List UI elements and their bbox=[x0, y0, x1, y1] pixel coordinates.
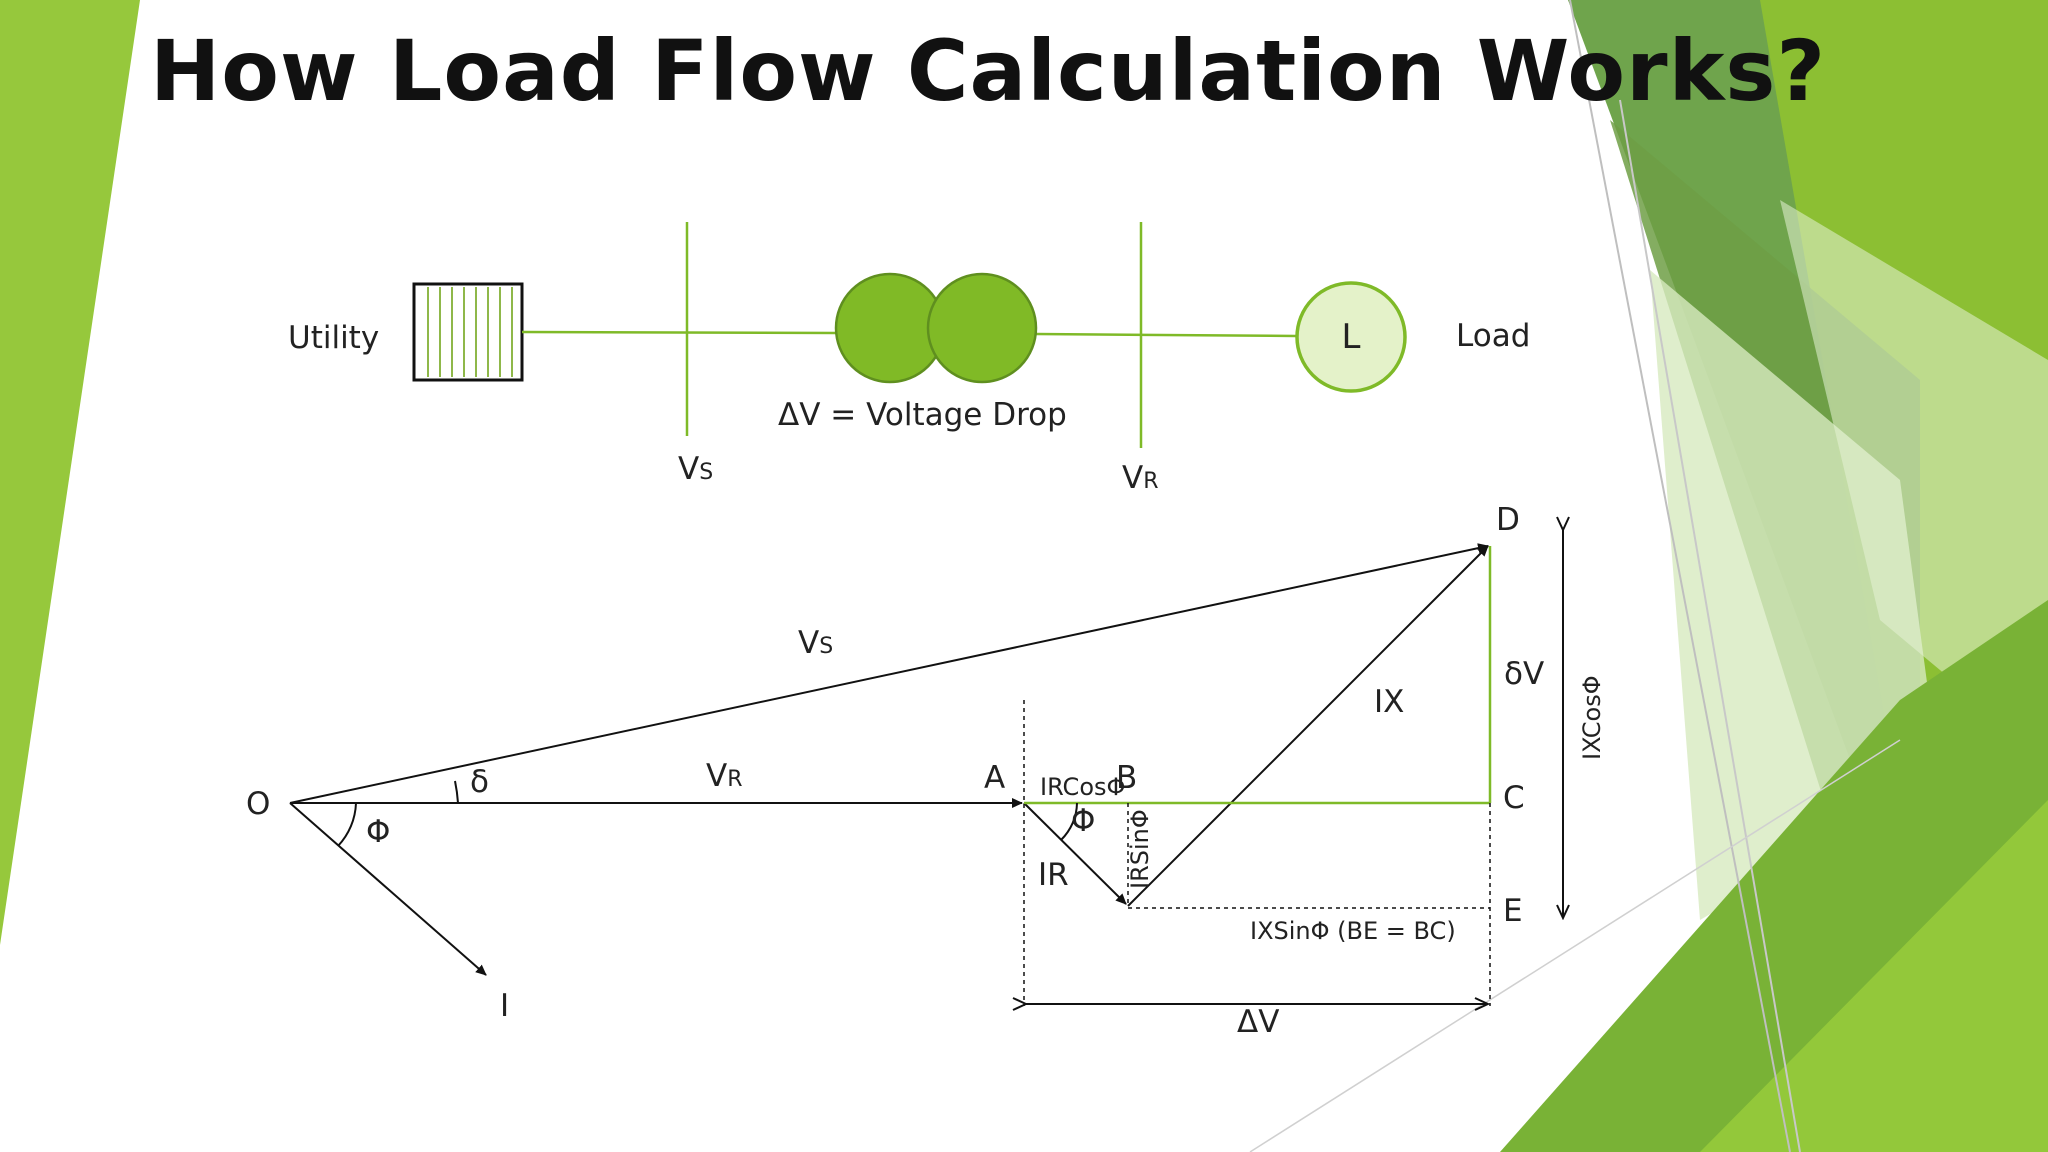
bus-vr-label: VR bbox=[1122, 460, 1159, 496]
point-a-label: A bbox=[984, 760, 1005, 796]
delta-angle-arc bbox=[454, 780, 459, 804]
point-e-label: E bbox=[1503, 893, 1523, 929]
point-d-label: D bbox=[1496, 502, 1520, 538]
one-line-diagram: Utility L Load bbox=[288, 222, 1530, 496]
delta-angle-label: δ bbox=[470, 764, 489, 800]
load-label: Load bbox=[1456, 318, 1530, 354]
ix-sin-label: IXSinΦ (BE = BC) bbox=[1250, 917, 1456, 945]
phasor-diagram: O I δ Φ VS VR A B C D E IRCosΦ Φ IR IRSi… bbox=[246, 502, 1606, 1040]
right-shape-pale bbox=[1780, 200, 2048, 760]
delta-v-small-label: δV bbox=[1504, 656, 1544, 692]
current-label: I bbox=[500, 988, 509, 1024]
phasor-ir bbox=[1023, 802, 1127, 905]
bottom-right-shape-2 bbox=[1700, 800, 2048, 1152]
phi-angle-arc bbox=[337, 802, 357, 847]
phasor-vs bbox=[289, 543, 1489, 804]
left-accent-shape bbox=[0, 0, 140, 945]
slide-title: How Load Flow Calculation Works? bbox=[150, 22, 1827, 120]
ir-cos-label: IRCosΦ bbox=[1040, 773, 1125, 801]
load-symbol-label: L bbox=[1342, 317, 1361, 357]
phasor-vr-label: VR bbox=[706, 758, 743, 794]
phasor-ix bbox=[1127, 545, 1489, 907]
thin-line-2 bbox=[1619, 99, 1801, 1152]
thin-line-1 bbox=[1569, 0, 1791, 1152]
ir-label: IR bbox=[1038, 857, 1069, 893]
feeder-line-2 bbox=[1035, 332, 1297, 338]
bus-vs-label: VS bbox=[678, 451, 713, 487]
ix-label: IX bbox=[1374, 684, 1404, 720]
point-b-label: B bbox=[1116, 760, 1137, 796]
phi-angle-arc-2 bbox=[1060, 802, 1078, 841]
utility-label: Utility bbox=[288, 320, 379, 356]
phi-angle-label: Φ bbox=[366, 814, 390, 850]
thin-line-3 bbox=[1249, 739, 1901, 1152]
phi-angle-label-2: Φ bbox=[1071, 803, 1095, 839]
utility-source-symbol bbox=[412, 282, 524, 382]
point-c-label: C bbox=[1503, 780, 1525, 816]
transformer-symbol bbox=[834, 272, 1038, 384]
load-symbol: L bbox=[1295, 281, 1407, 393]
voltage-drop-label: ΔV = Voltage Drop bbox=[778, 397, 1067, 433]
ix-cos-label: IXCosΦ bbox=[1578, 675, 1606, 760]
phasor-vs-label: VS bbox=[798, 625, 833, 661]
feeder-line bbox=[521, 330, 837, 335]
delta-v-label: ΔV bbox=[1237, 1004, 1279, 1040]
point-o-label: O bbox=[246, 786, 270, 822]
phasor-current bbox=[289, 802, 487, 976]
ir-sin-label: IRSinΦ bbox=[1126, 809, 1154, 889]
